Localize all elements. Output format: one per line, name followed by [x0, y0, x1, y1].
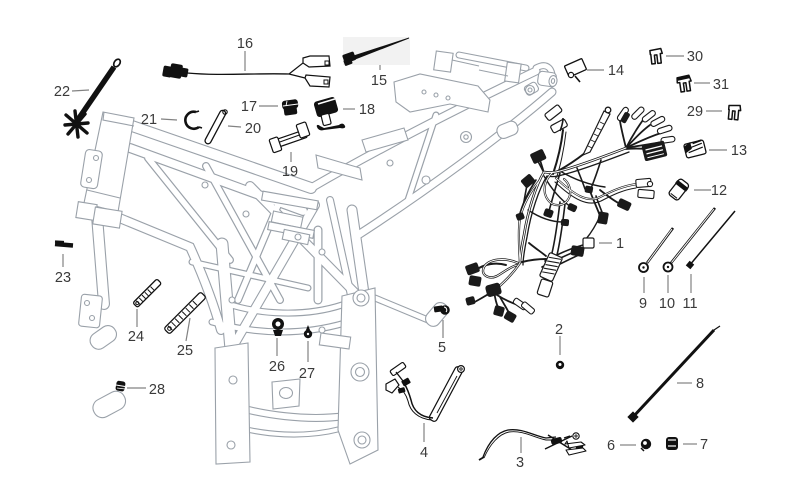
svg-text:25: 25 — [177, 343, 193, 359]
svg-text:31: 31 — [713, 77, 729, 93]
svg-text:30: 30 — [687, 49, 703, 65]
svg-text:29: 29 — [687, 104, 703, 120]
svg-text:16: 16 — [237, 36, 253, 52]
svg-text:8: 8 — [696, 376, 704, 392]
svg-text:19: 19 — [282, 164, 298, 180]
svg-text:14: 14 — [608, 63, 624, 79]
svg-text:7: 7 — [700, 437, 708, 453]
svg-text:12: 12 — [711, 183, 727, 199]
svg-text:17: 17 — [241, 99, 257, 115]
svg-text:11: 11 — [682, 296, 697, 312]
svg-text:13: 13 — [731, 143, 747, 159]
svg-text:10: 10 — [659, 296, 675, 312]
svg-text:28: 28 — [149, 382, 165, 398]
svg-text:23: 23 — [55, 270, 71, 286]
svg-text:21: 21 — [141, 112, 157, 128]
svg-text:18: 18 — [359, 102, 375, 118]
svg-text:2: 2 — [555, 322, 563, 338]
svg-text:3: 3 — [516, 455, 524, 471]
svg-text:24: 24 — [128, 329, 144, 345]
svg-text:20: 20 — [245, 121, 261, 137]
svg-text:1: 1 — [616, 236, 624, 252]
svg-text:5: 5 — [438, 340, 446, 356]
svg-text:9: 9 — [639, 296, 647, 312]
svg-text:6: 6 — [607, 438, 615, 454]
svg-text:15: 15 — [371, 73, 387, 89]
svg-text:27: 27 — [299, 366, 315, 382]
svg-text:26: 26 — [269, 359, 285, 375]
svg-text:4: 4 — [420, 445, 428, 461]
svg-text:22: 22 — [54, 84, 70, 100]
